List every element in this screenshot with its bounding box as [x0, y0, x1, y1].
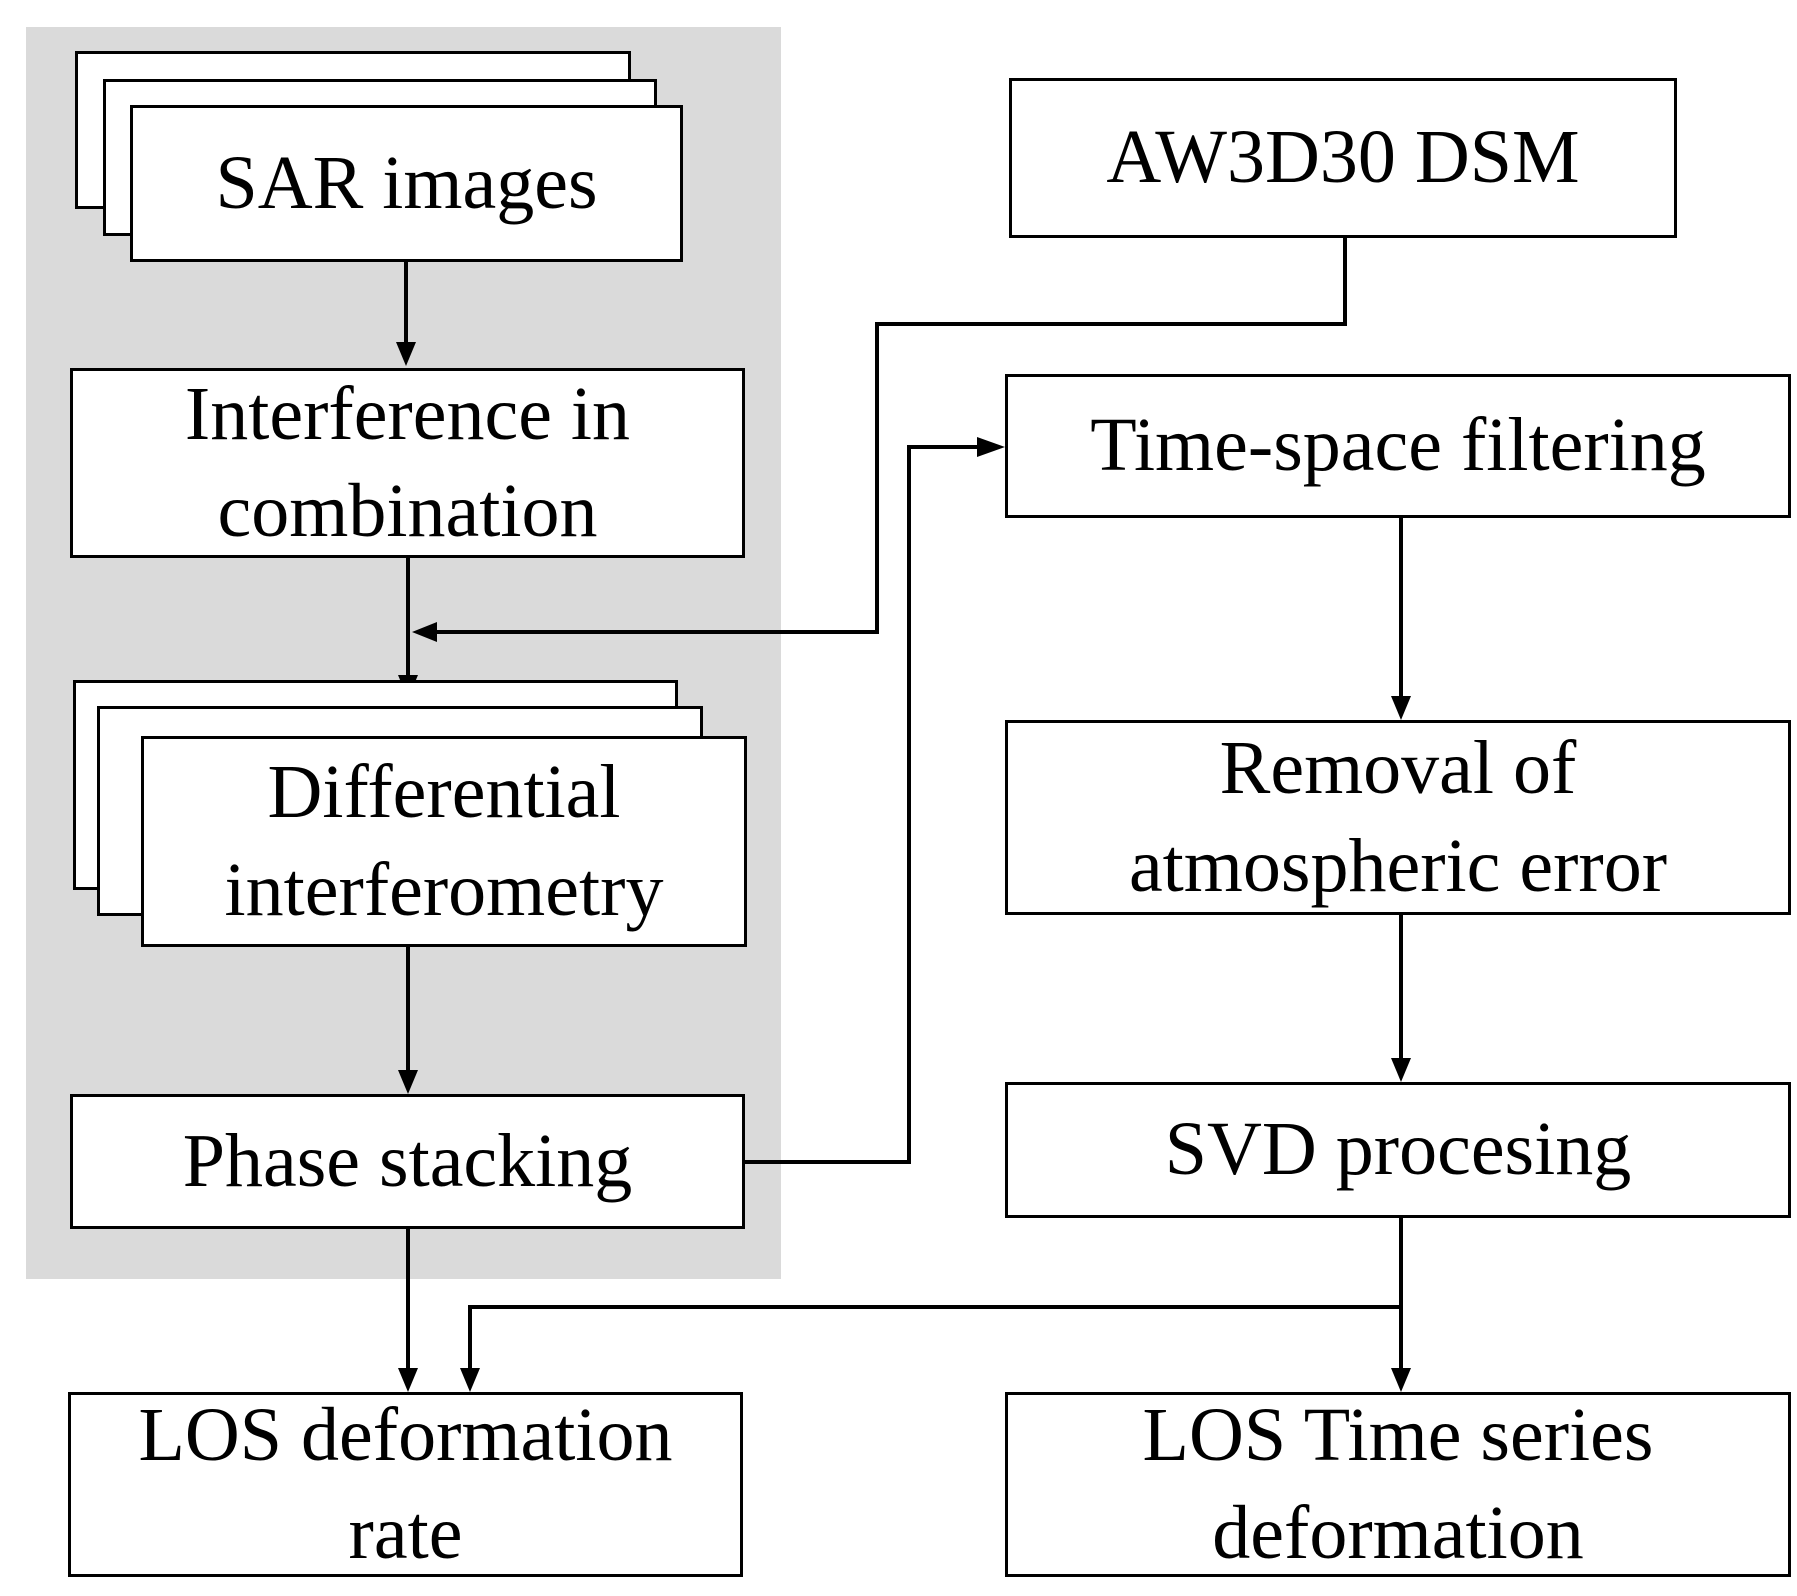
los-time-series-box: LOS Time series deformation [1005, 1392, 1791, 1577]
arrowhead-svd [1391, 1058, 1411, 1082]
los-rate-label: LOS deformation rate [138, 1393, 673, 1575]
time-space-filtering-box: Time-space filtering [1005, 374, 1791, 518]
arrowhead-los-series [1391, 1368, 1411, 1392]
connector-svd-to-los-rate [468, 1305, 1401, 1371]
los-rate-box: LOS deformation rate [68, 1392, 743, 1577]
connector-phase-to-filtering [744, 445, 981, 1164]
arrowhead-interference [396, 342, 416, 366]
differential-label: Differential interferometry [224, 750, 664, 932]
time-space-filtering-label: Time-space filtering [1090, 403, 1706, 488]
arrowhead-los-rate-b [460, 1368, 480, 1392]
phase-stacking-box: Phase stacking [70, 1094, 745, 1229]
arrowhead-filtering [977, 437, 1005, 457]
sar-images-label: SAR images [215, 140, 598, 225]
connector-dsm-to-differential [434, 238, 1347, 634]
interference-box: Interference in combination [70, 368, 745, 558]
arrowhead-los-rate-a [398, 1368, 418, 1392]
atmospheric-error-box: Removal of atmospheric error [1005, 720, 1791, 915]
arrowhead-phase-stacking [398, 1070, 418, 1094]
svd-processing-box: SVD procesing [1005, 1082, 1791, 1218]
differential-box: Differential interferometry [141, 736, 747, 947]
interference-label: Interference in combination [184, 371, 631, 553]
sar-images-box: SAR images [130, 105, 683, 262]
arrowhead-atmospheric [1391, 696, 1411, 720]
los-time-series-label: LOS Time series deformation [1142, 1393, 1654, 1575]
phase-stacking-label: Phase stacking [182, 1118, 633, 1203]
aw3d30-dsm-box: AW3D30 DSM [1009, 78, 1677, 238]
svd-processing-label: SVD procesing [1164, 1107, 1632, 1192]
atmospheric-error-label: Removal of atmospheric error [1128, 726, 1668, 908]
aw3d30-dsm-label: AW3D30 DSM [1106, 115, 1580, 200]
arrowhead-dsm-join [412, 622, 437, 642]
